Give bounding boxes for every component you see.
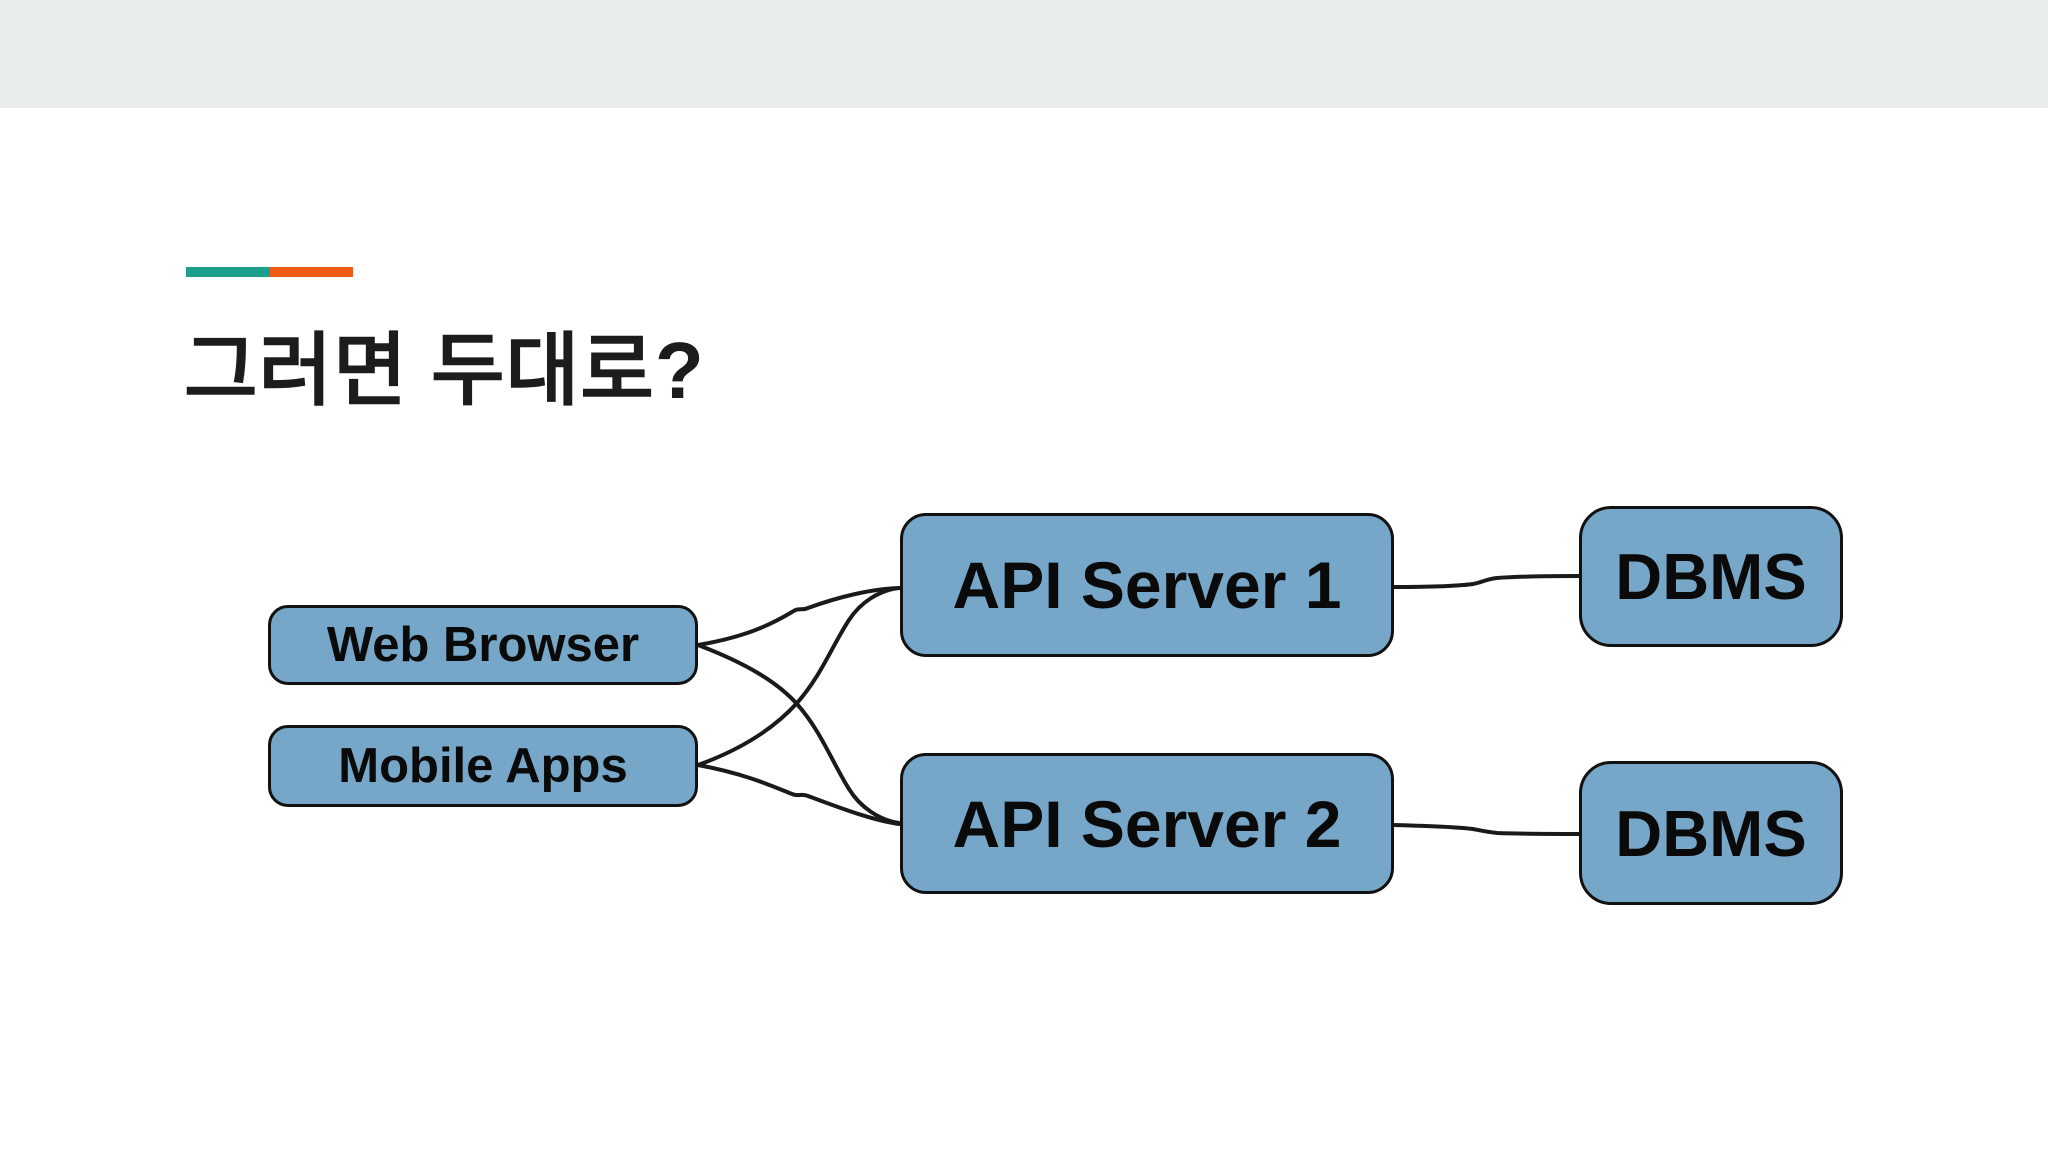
accent-bar-orange-segment: [270, 267, 353, 277]
node-mobile-apps: Mobile Apps: [268, 725, 698, 807]
node-dbms-2: DBMS: [1579, 761, 1843, 905]
node-api-server-1: API Server 1: [900, 513, 1394, 657]
edge-mobile-apps-to-api-server-1: [696, 586, 901, 767]
node-dbms-1: DBMS: [1579, 506, 1843, 647]
edge-mobile-apps-to-api-server-2: [696, 763, 901, 826]
edge-web-browser-to-api-server-1: [696, 586, 901, 647]
node-web-browser: Web Browser: [268, 605, 698, 685]
edge-api-server-2-to-dbms-2: [1392, 823, 1581, 836]
edge-web-browser-to-api-server-2: [696, 643, 901, 825]
title-accent-bar: [186, 267, 353, 277]
edge-api-server-1-to-dbms-1: [1392, 574, 1581, 589]
node-api-server-2: API Server 2: [900, 753, 1394, 894]
accent-bar-teal-segment: [186, 267, 270, 277]
slide-title: 그러면 두대로?: [184, 326, 705, 415]
top-strip: [0, 0, 2048, 108]
